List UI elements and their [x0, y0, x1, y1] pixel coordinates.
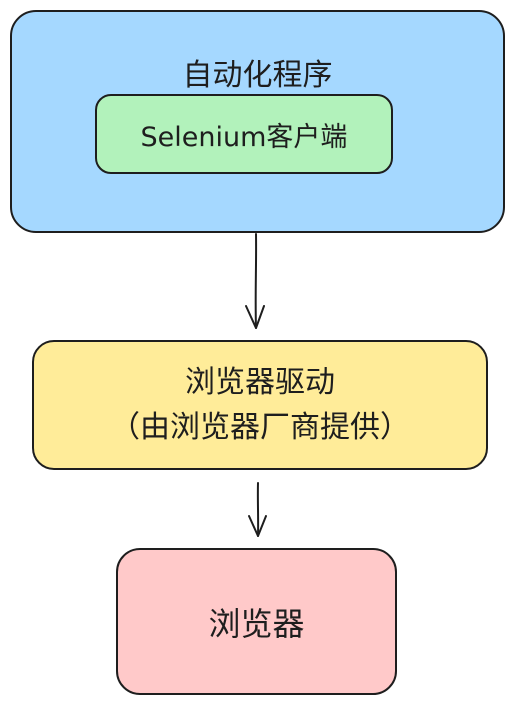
browser-driver-subtitle: （由浏览器厂商提供） [110, 410, 410, 445]
arrowhead-driver-to-browser [248, 515, 267, 537]
selenium-client-box: Selenium客户端 [95, 94, 393, 174]
browser-label: 浏览器 [208, 604, 305, 643]
browser-box: 浏览器 [116, 548, 397, 695]
automation-program-title: 自动化程序 [182, 58, 333, 93]
arrowhead-automation-to-driver [245, 305, 265, 329]
browser-driver-box: 浏览器驱动 （由浏览器厂商提供） [32, 340, 488, 470]
selenium-client-label: Selenium客户端 [140, 121, 348, 153]
browser-driver-title: 浏览器驱动 [185, 365, 335, 400]
